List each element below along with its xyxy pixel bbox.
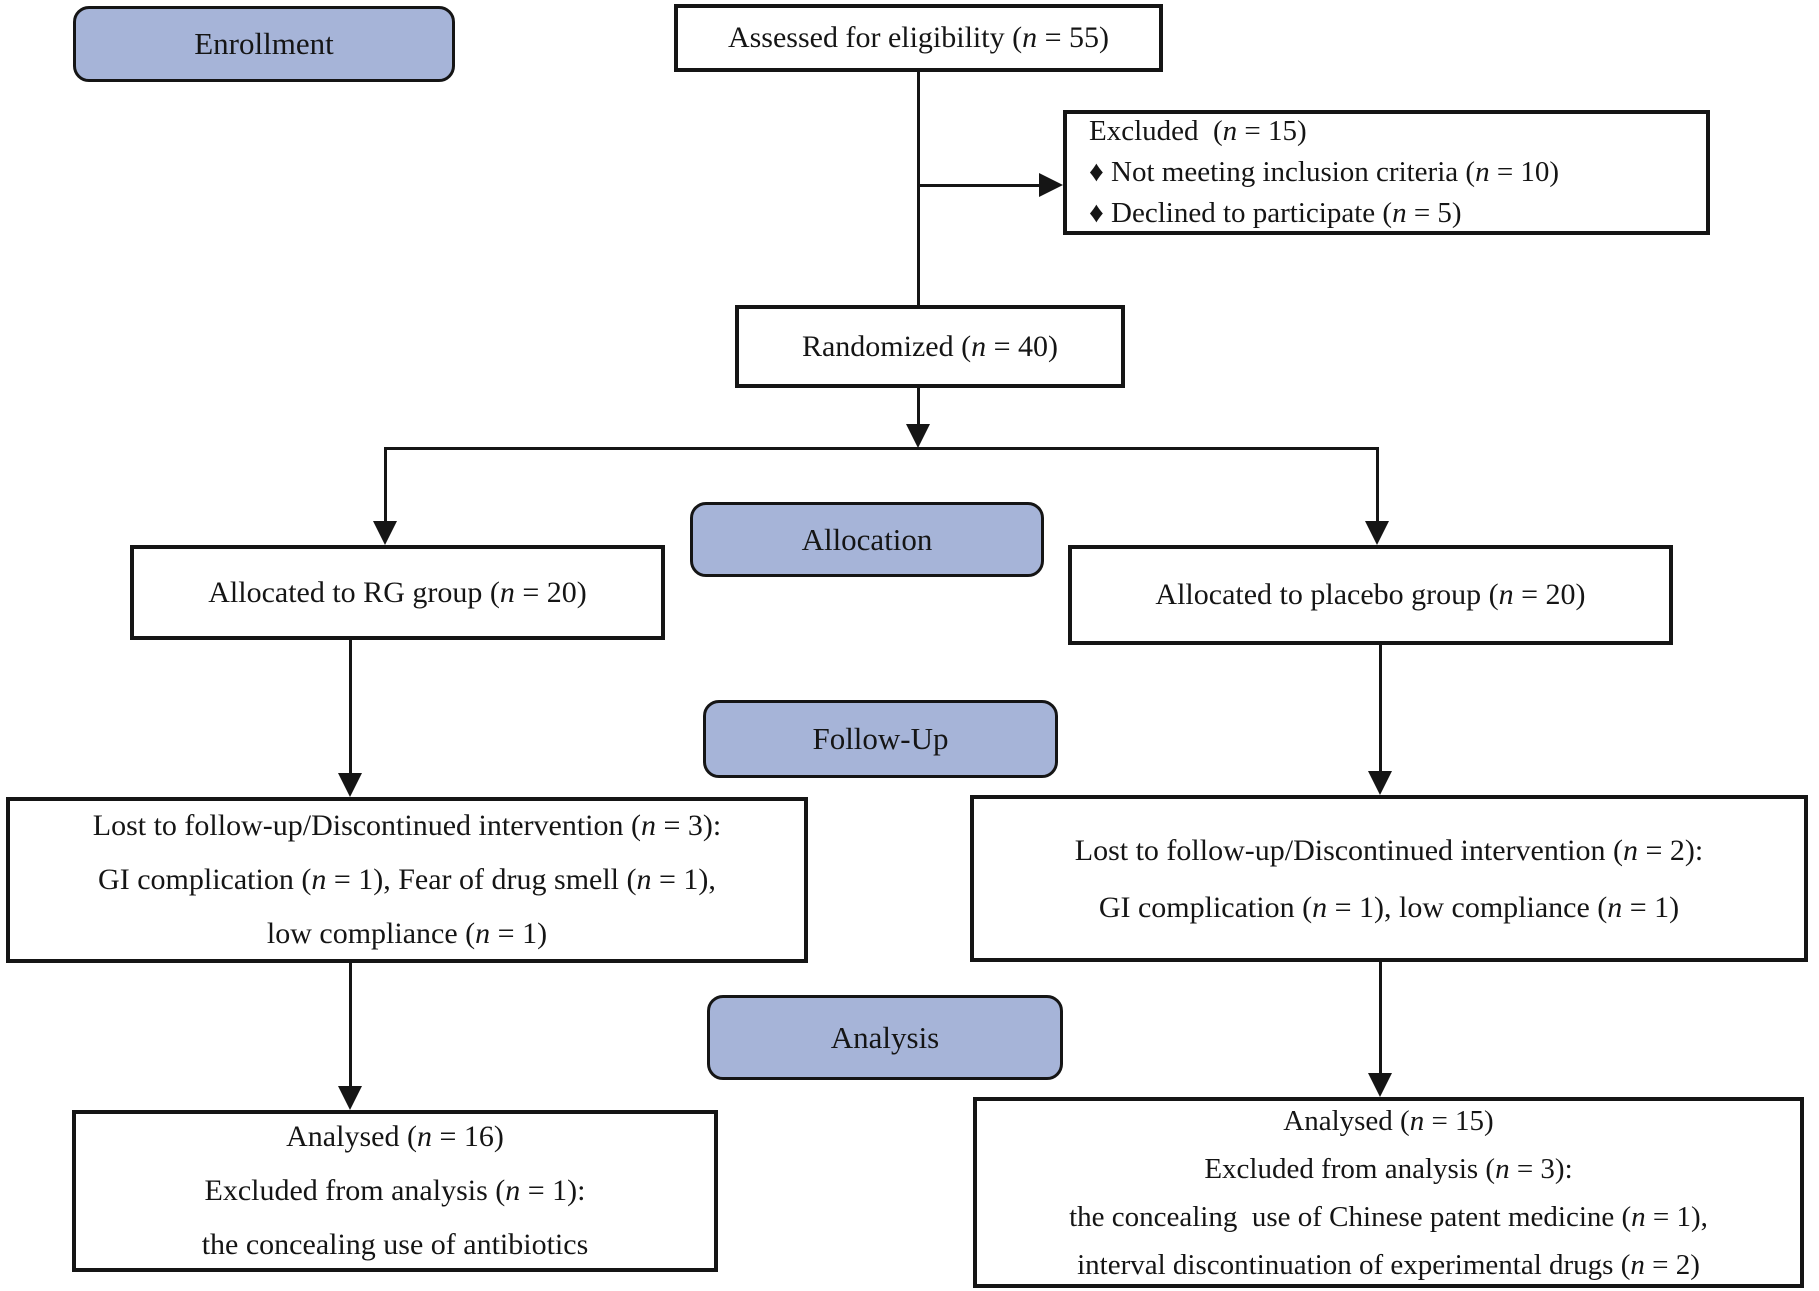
box-lost-followup-placebo: Lost to follow-up/Discontinued intervent… [970,795,1808,962]
arrowhead-into-analysed-placebo [1368,1073,1392,1097]
arrowhead-into-placebo [1365,521,1389,545]
text-line: Analysed (n = 16) [286,1120,504,1153]
text-line: GI complication (n = 1), Fear of drug sm… [98,863,716,896]
text-line: ♦ Declined to participate (n = 5) [1089,197,1462,229]
connector-lost-to-analysed-placebo [1379,962,1382,1075]
connector-placebo-to-lost [1379,645,1382,773]
text-line: Excluded from analysis (n = 3): [1204,1152,1573,1185]
branch-line-allocation [384,447,1379,450]
text-line: the concealing use of Chinese patent med… [1069,1200,1708,1233]
connector-to-excluded [917,184,1043,187]
box-allocated-placebo-group: Allocated to placebo group (n = 20) [1068,545,1673,645]
stage-label-text: Follow-Up [812,721,949,756]
text-line: low compliance (n = 1) [266,917,548,950]
text-line: Assessed for eligibility (n = 55) [727,21,1110,54]
text-line: Lost to follow-up/Discontinued intervent… [1074,833,1704,867]
text-line: the concealing use of antibiotics [201,1228,589,1261]
box-excluded: Excluded (n = 15) ♦ Not meeting inclusio… [1063,110,1710,235]
arrowhead-into-branch [906,424,930,448]
text-line: Excluded from analysis (n = 1): [204,1174,586,1207]
stage-label-analysis: Analysis [707,995,1063,1080]
text-line: ♦ Not meeting inclusion criteria (n = 10… [1089,156,1560,188]
box-lost-followup-rg: Lost to follow-up/Discontinued intervent… [6,797,808,963]
arrowhead-into-analysed-rg [338,1086,362,1110]
box-allocated-rg-group: Allocated to RG group (n = 20) [130,545,665,640]
stage-label-text: Enrollment [194,26,334,61]
connector-randomized-to-branch [917,388,920,426]
stage-label-enrollment: Enrollment [73,6,455,82]
stage-label-text: Allocation [801,521,933,557]
connector-assessed-to-randomized [917,72,920,305]
text-line: interval discontinuation of experimental… [1077,1248,1700,1281]
arrowhead-into-lost-placebo [1368,771,1392,795]
arrowhead-into-rg [373,521,397,545]
text-line: Excluded (n = 15) [1089,115,1307,147]
stage-label-followup: Follow-Up [703,700,1058,778]
text-line: Lost to follow-up/Discontinued intervent… [92,809,722,842]
text-line: Analysed (n = 15) [1283,1104,1494,1137]
text-line: Allocated to RG group (n = 20) [208,575,587,609]
connector-lost-to-analysed-rg [349,963,352,1088]
text-line: Allocated to placebo group (n = 20) [1155,578,1586,611]
connector-branch-to-rg [384,448,387,523]
connector-rg-to-lost [349,640,352,775]
text-line: Randomized (n = 40) [801,329,1059,363]
arrowhead-into-excluded [1039,173,1063,197]
box-randomized: Randomized (n = 40) [735,305,1125,388]
arrowhead-into-lost-rg [338,773,362,797]
box-analysed-placebo: Analysed (n = 15) Excluded from analysis… [973,1097,1804,1288]
text-line: GI complication (n = 1), low compliance … [1098,890,1680,924]
stage-label-text: Analysis [830,1019,940,1055]
box-analysed-rg: Analysed (n = 16) Excluded from analysis… [72,1110,718,1272]
box-assessed-eligibility: Assessed for eligibility (n = 55) [674,4,1163,72]
connector-branch-to-placebo [1376,448,1379,523]
stage-label-allocation: Allocation [690,502,1044,577]
